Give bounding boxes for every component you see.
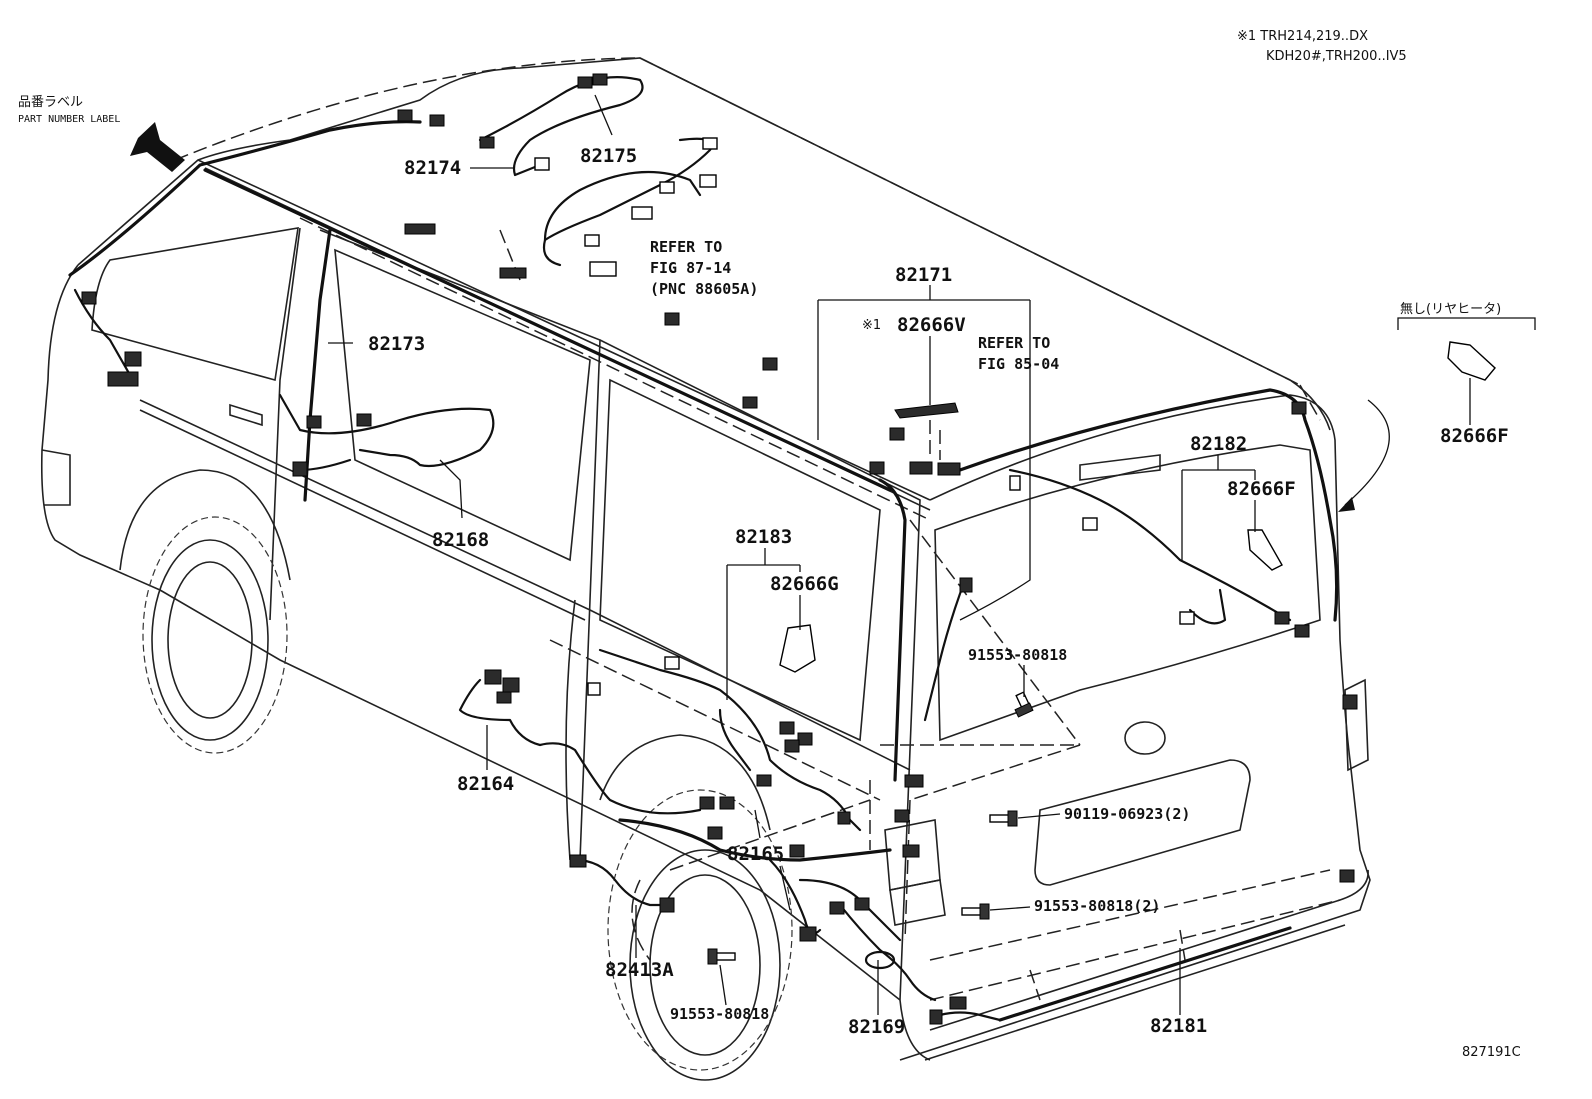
part-82666g: 82666G (770, 573, 839, 595)
bolt-91553-80818-2: 91553-80818(2) (1034, 897, 1160, 915)
refer-to-b-line1: REFER TO (978, 334, 1050, 352)
part-symbols (707, 341, 1496, 965)
refer-to-a-line3: (PNC 88605A) (650, 280, 758, 298)
part-82413a: 82413A (605, 959, 674, 981)
refer-to-a-line1: REFER TO (650, 238, 722, 256)
part-82168: 82168 (432, 529, 489, 551)
leader-lines (328, 94, 1471, 1015)
bolt-90119-06923: 90119-06923(2) (1064, 805, 1190, 823)
part-82666v: 82666V (897, 314, 966, 336)
inset-bracket (1397, 317, 1536, 330)
part-82183: 82183 (735, 526, 792, 548)
label-en: PART NUMBER LABEL (18, 114, 120, 125)
note-applicability-1: ※1 TRH214,219..DX (1237, 29, 1368, 44)
clamp-82666f-inset-icon (1447, 341, 1496, 381)
inset-arrow-icon (1338, 497, 1355, 512)
part-82173: 82173 (368, 333, 425, 355)
bolt-icon (961, 903, 990, 920)
part-82181: 82181 (1150, 1015, 1207, 1037)
text-labels: ※1 TRH214,219..DX KDH20#,TRH200..IV5 品番ラ… (18, 29, 1521, 1060)
no-rear-heater-note: 無し(リヤヒータ) (1400, 302, 1501, 317)
part-82171: 82171 (895, 264, 952, 286)
bolt-icon (989, 810, 1018, 827)
label-arrow-icon (130, 122, 185, 172)
connectors (81, 73, 1358, 1025)
part-82174: 82174 (404, 157, 461, 179)
part-82165: 82165 (727, 843, 784, 865)
part-82666f: 82666F (1227, 478, 1296, 500)
figure-code: 827191C (1462, 1045, 1521, 1060)
phantom-lines (174, 57, 1341, 1001)
clamp-82666f-icon (1247, 529, 1283, 571)
bolt-icon (1014, 691, 1034, 718)
part-82164: 82164 (457, 773, 514, 795)
part-82169: 82169 (848, 1016, 905, 1038)
wire-harnesses (68, 76, 1339, 1022)
protector-82666v-icon (894, 402, 959, 419)
mark-note-1: ※1 (862, 318, 881, 333)
refer-to-a-line2: FIG 87-14 (650, 259, 731, 277)
clamp-82666g-icon (779, 624, 816, 673)
part-82182: 82182 (1190, 433, 1247, 455)
note-applicability-2: KDH20#,TRH200..IV5 (1266, 49, 1407, 64)
refer-to-b-line2: FIG 85-04 (978, 355, 1059, 373)
bolt-91553-80818-a: 91553-80818 (968, 646, 1067, 664)
van-body-outline (40, 57, 1371, 1081)
label-jp: 品番ラベル (18, 95, 83, 110)
bolt-icon (707, 948, 736, 965)
bolt-91553-80818-b: 91553-80818 (670, 1005, 769, 1023)
part-82666f-inset: 82666F (1440, 425, 1509, 447)
part-82175: 82175 (580, 145, 637, 167)
